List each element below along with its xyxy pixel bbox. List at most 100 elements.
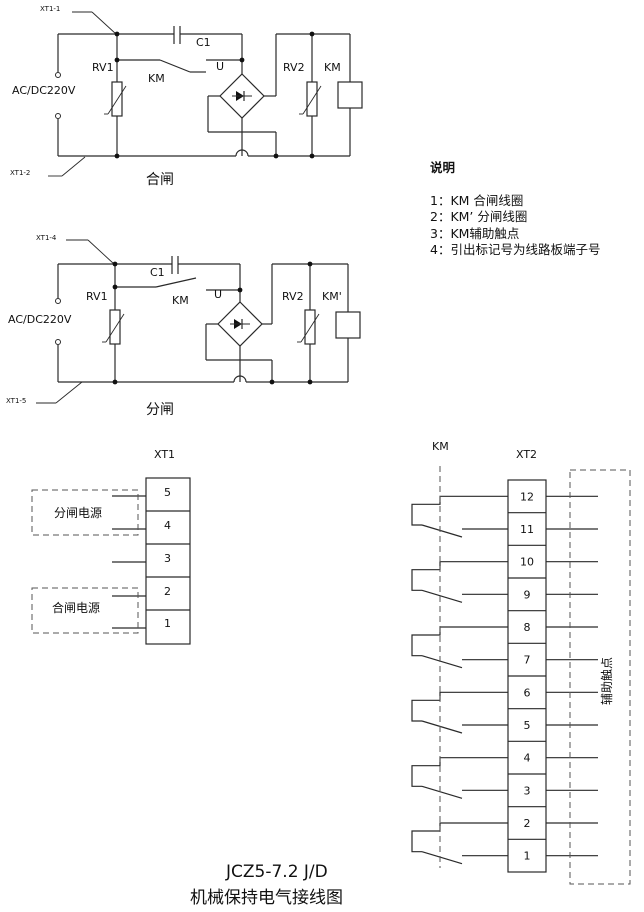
km-aux-contact-blade [421, 720, 463, 734]
junction-dot [239, 57, 245, 63]
xt2-terminal-number: 4 [524, 752, 531, 765]
c1-label: C1 [196, 36, 211, 49]
km-label: KM [172, 294, 189, 307]
xt1-2-label: XT1-2 [10, 169, 30, 177]
supply-terminal-bottom [55, 339, 61, 345]
xt1-terminal-number: 2 [164, 585, 171, 598]
rv1-slash [105, 313, 125, 343]
junction-dot [112, 284, 118, 290]
close-supply-group [31, 587, 139, 634]
km-contact-blade [155, 277, 197, 288]
legend-item: 3：KM辅助触点 [430, 225, 520, 241]
u-label: U [216, 60, 224, 73]
km-aux-contact-wire [411, 691, 508, 722]
junction-dot [273, 153, 279, 159]
close-caption: 合闸 [146, 172, 174, 188]
rv1-varistor [109, 309, 121, 345]
legend-item: 1：KM 合闸线圈 [430, 192, 524, 208]
rv1-varistor [111, 81, 123, 117]
xt1-5-leader-diagonal [55, 381, 83, 404]
coil-label: KM' [322, 290, 342, 303]
rv2-varistor [304, 309, 316, 345]
km-aux-contact-wire [411, 561, 508, 591]
xt1-terminal-number: 5 [164, 486, 171, 499]
km-aux-contact-blade [421, 785, 463, 799]
junction-dot [114, 31, 120, 37]
xt2-terminal-number: 12 [520, 490, 534, 503]
xt1-1-label: XT1-1 [40, 5, 60, 13]
supply-terminal-top [55, 72, 61, 78]
xt1-1-leader-diagonal [91, 11, 117, 35]
xt2-terminal-number: 5 [524, 719, 531, 732]
xt1-terminal-number: 3 [164, 552, 171, 565]
junction-dot [112, 379, 118, 385]
supply-label: AC/DC220V [12, 84, 76, 97]
supply-label: AC/DC220V [8, 313, 72, 326]
rv2-label: RV2 [282, 290, 304, 303]
xt2-terminal-number: 2 [524, 817, 531, 830]
km-contact-blade [159, 59, 191, 73]
open-supply-group [31, 489, 139, 536]
legend: 说明 1：KM 合闸线圈 2：KM’ 分闸线圈 3：KM辅助触点 4：引出标记号… [430, 160, 600, 259]
xt1-block-outline [145, 477, 191, 645]
supply-terminal-bottom [55, 113, 61, 119]
c1-label: C1 [150, 266, 165, 279]
xt2-terminal-number: 3 [524, 784, 531, 797]
open-supply-label: 分闸电源 [54, 506, 102, 520]
open-circuit: XT1-4 XT1-5 AC/DC220V C1 RV1 KM U RV2 KM… [6, 234, 361, 418]
diagram-subtitle: 机械保持电气接线图 [190, 888, 343, 908]
km-aux-title: KM [432, 440, 449, 453]
junction-dot [309, 153, 315, 159]
km-prime-coil [335, 311, 361, 339]
aux-contact-label: 辅助触点 [600, 657, 614, 705]
rv1-label: RV1 [86, 290, 108, 303]
rv1-slash [107, 85, 127, 115]
aux-contact-group [569, 469, 631, 885]
junction-dot [307, 261, 313, 267]
xt2-terminal-number: 6 [524, 686, 531, 699]
xt1-terminal-block: XT1 5 4 3 2 1 分闸电源 合闸电源 [31, 448, 191, 645]
km-label: KM [148, 72, 165, 85]
coil-label: KM [324, 61, 341, 74]
km-aux-contact-wire [411, 495, 508, 526]
junction-dot [269, 379, 275, 385]
xt2-title: XT2 [516, 448, 537, 461]
xt2-terminal-number: 11 [520, 523, 534, 536]
km-aux-contact-wire [411, 757, 508, 787]
open-caption: 分闸 [146, 402, 174, 418]
km-aux-contact-blade [421, 851, 463, 865]
close-supply-label: 合闸电源 [52, 600, 100, 615]
rv2-slash [302, 85, 322, 115]
km-aux-contact-blade [421, 524, 463, 538]
junction-dot [237, 287, 243, 293]
km-aux-contact-blade [421, 655, 463, 669]
xt1-2-leader-diagonal [61, 156, 86, 177]
km-aux-contact-wire [411, 822, 508, 853]
xt2-terminal-number: 9 [524, 588, 531, 601]
junction-dot [114, 153, 120, 159]
km-aux-contact-blade [421, 589, 463, 603]
legend-item: 4：引出标记号为线路板端子号 [430, 242, 601, 257]
xt2-terminal-number: 10 [520, 556, 534, 569]
xt1-4-leader-diagonal [87, 239, 115, 265]
km-coil [337, 81, 363, 109]
junction-dot [307, 379, 313, 385]
rv2-label: RV2 [283, 61, 305, 74]
xt1-terminal-number: 1 [164, 617, 171, 630]
junction-dot [112, 261, 118, 267]
junction-dot [114, 57, 120, 63]
xt2-terminal-number: 8 [524, 621, 531, 634]
rv2-varistor [306, 81, 318, 117]
xt1-title: XT1 [154, 448, 175, 461]
supply-terminal-top [55, 298, 61, 304]
xt1-5-label: XT1-5 [6, 397, 26, 405]
xt1-terminal-number: 4 [164, 519, 171, 532]
model-title: JCZ5-7.2 J/D [225, 862, 328, 882]
km-aux-contact-wire [411, 626, 508, 657]
legend-title: 说明 [430, 160, 456, 175]
xt1-4-label: XT1-4 [36, 234, 57, 242]
rv2-slash [300, 313, 320, 343]
legend-item: 2：KM’ 分闸线圈 [430, 209, 528, 224]
